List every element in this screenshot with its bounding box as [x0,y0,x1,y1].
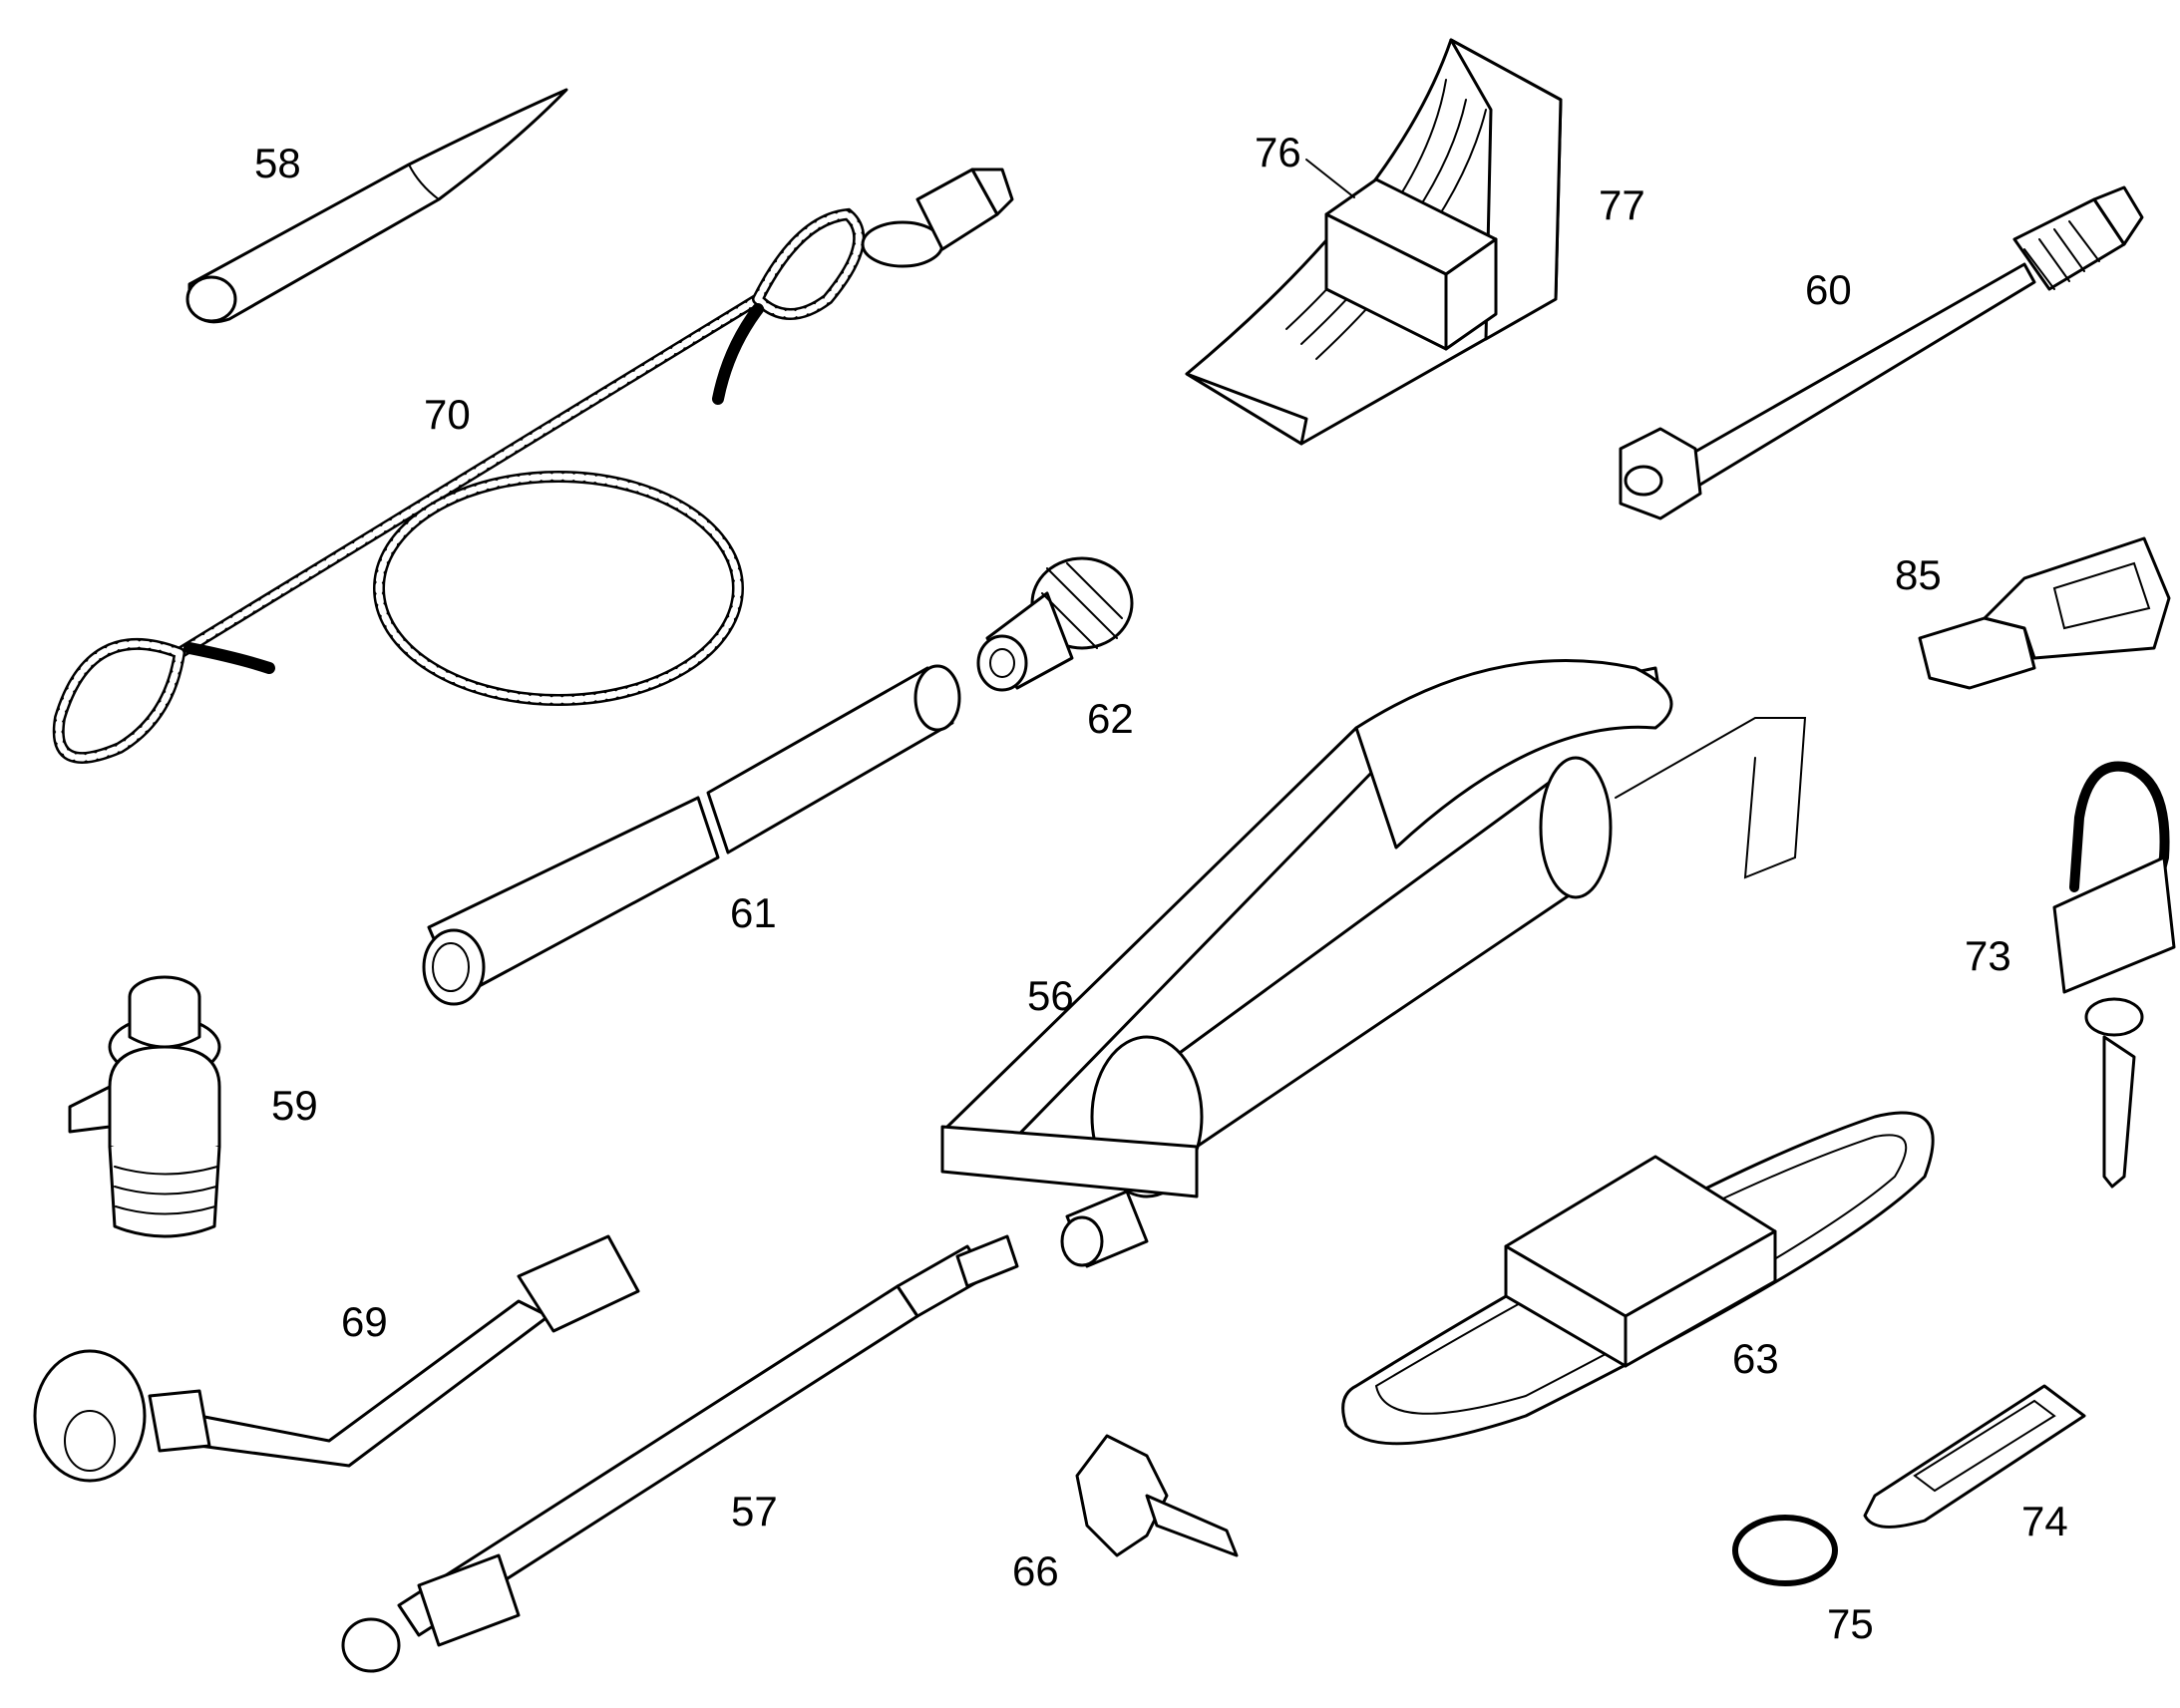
callout-74: 74 [2021,1498,2068,1544]
part-69-air-chuck-hose [33,1234,640,1483]
callout-60: 60 [1805,266,1852,313]
callout-73: 73 [1965,932,2011,979]
part-61-tube [422,664,961,1006]
part-74-key-tag [1863,1384,2086,1529]
part-62-valve-adapter [976,556,1134,692]
part-76-chock-strap [1305,159,1498,351]
callout-57: 57 [731,1488,778,1535]
part-63-belt [1341,1111,1935,1446]
callout-58: 58 [254,140,301,186]
part-60-valve-extension [1619,185,2144,520]
callout-63: 63 [1732,1335,1779,1382]
part-58-scriber [185,88,568,324]
part-73-padlock [2052,761,2176,1189]
callout-69: 69 [341,1298,388,1345]
callout-59: 59 [271,1082,318,1129]
part-56-grease-gun [940,659,1807,1268]
part-57-hose [341,1234,1019,1673]
callout-75: 75 [1827,1600,1874,1647]
callout-62: 62 [1087,695,1134,742]
part-59-plug [68,975,221,1238]
callout-61: 61 [730,889,777,936]
callout-66: 66 [1012,1547,1059,1594]
callout-76: 76 [1255,129,1301,175]
callout-56: 56 [1027,972,1074,1019]
part-70-tow-rope [52,168,1014,764]
callout-70: 70 [424,391,471,438]
callout-85: 85 [1895,551,1942,598]
part-75-split-ring [1732,1515,1838,1586]
callout-77: 77 [1599,181,1645,228]
part-85-key [1918,536,2171,690]
part-66-valve-fitting [1075,1434,1239,1557]
